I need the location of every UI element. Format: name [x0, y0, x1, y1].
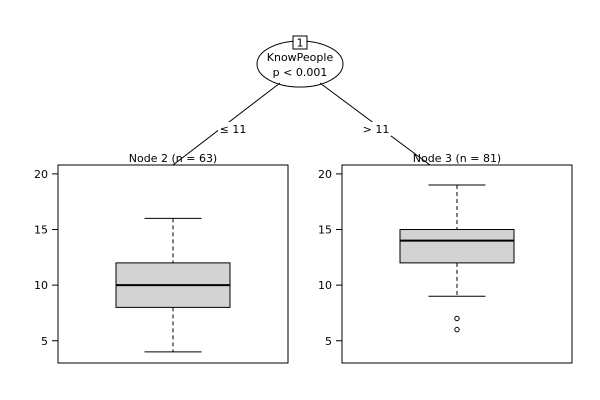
node-2-panel: Node 2 (n = 63) 5 10 15 20 — [34, 152, 289, 364]
node-2-title: Node 2 (n = 63) — [129, 152, 217, 165]
y-tick-label: 5 — [41, 335, 48, 348]
node-2-boxplot — [115, 217, 231, 353]
root-node-pvalue: p < 0.001 — [273, 66, 328, 79]
y-tick-label: 20 — [34, 168, 48, 181]
y-tick-label: 15 — [318, 224, 332, 237]
edge-left-label-bg — [218, 122, 248, 136]
y-tick-label: 10 — [318, 279, 332, 292]
node-3-y-axis: 5 10 15 20 — [318, 168, 342, 348]
y-tick-label: 20 — [318, 168, 332, 181]
y-tick-label: 10 — [34, 279, 48, 292]
iqr-box — [399, 229, 515, 264]
root-node-variable: KnowPeople — [267, 51, 334, 64]
root-node: 1 KnowPeople p < 0.001 — [256, 35, 344, 88]
tree-edges: ≤ 11 > 11 — [172, 82, 431, 166]
node-3-boxplot — [399, 184, 515, 333]
edge-left-label: ≤ 11 — [220, 123, 247, 136]
y-tick-label: 15 — [34, 224, 48, 237]
edge-right-label-bg — [361, 122, 391, 136]
outlier-point — [454, 315, 460, 322]
outlier-point — [454, 326, 460, 333]
node-2-y-axis: 5 10 15 20 — [34, 168, 58, 348]
edge-right-label: > 11 — [363, 123, 390, 136]
node-3-title: Node 3 (n = 81) — [413, 152, 501, 165]
root-node-id: 1 — [297, 37, 304, 50]
root-node-id-box — [292, 35, 308, 50]
y-tick-label: 5 — [325, 335, 332, 348]
node-3-panel: Node 3 (n = 81) 5 10 15 20 — [318, 152, 573, 364]
